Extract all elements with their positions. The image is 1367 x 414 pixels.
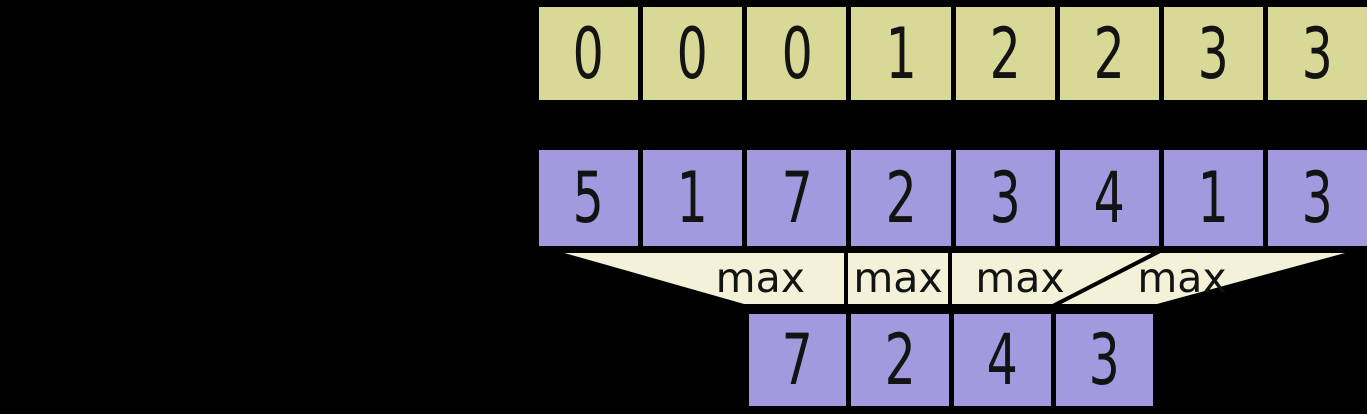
array-cell: 4 xyxy=(953,314,1051,406)
array-cell: 0 xyxy=(643,7,743,100)
array-cell: 3 xyxy=(955,150,1055,246)
cell-value: 4 xyxy=(986,319,1018,401)
cell-value: 3 xyxy=(1197,12,1229,95)
cell-value: 3 xyxy=(989,157,1021,239)
cell-value: 2 xyxy=(989,12,1021,95)
cell-value: 1 xyxy=(677,157,709,239)
cell-value: 0 xyxy=(677,12,709,95)
array-cell: 1 xyxy=(1163,150,1263,246)
cell-value: 0 xyxy=(781,12,813,95)
cell-value: 3 xyxy=(1301,157,1334,239)
cell-value: 4 xyxy=(1093,157,1125,239)
cell-value: 7 xyxy=(782,319,814,401)
cell-value: 3 xyxy=(1088,319,1120,401)
max-funnel-label: max xyxy=(716,254,805,302)
input-array-row: 5 1 7 2 3 4 1 3 xyxy=(535,146,1367,250)
cell-value: 2 xyxy=(1093,12,1125,95)
array-cell: 0 xyxy=(747,7,847,100)
cell-value: 2 xyxy=(885,157,917,239)
array-cell: 5 xyxy=(539,150,639,246)
array-cell: 2 xyxy=(1059,7,1159,100)
cell-value: 7 xyxy=(781,157,813,239)
max-funnel-label: max xyxy=(975,254,1064,302)
array-cell: 0 xyxy=(539,7,639,100)
array-cell: 3 xyxy=(1267,7,1367,100)
result-array-row: 7 2 4 3 xyxy=(745,310,1157,410)
cell-value: 3 xyxy=(1301,12,1334,95)
array-cell: 4 xyxy=(1059,150,1159,246)
max-funnel xyxy=(1052,249,1361,308)
array-cell: 1 xyxy=(643,150,743,246)
cell-value: 5 xyxy=(572,157,605,239)
array-cell: 3 xyxy=(1163,7,1263,100)
array-cell: 7 xyxy=(747,150,847,246)
answers-array-row: 0 0 0 1 2 2 3 3 xyxy=(535,3,1367,104)
cell-value: 2 xyxy=(884,319,916,401)
max-funnel-label: max xyxy=(1137,254,1226,302)
array-cell: 2 xyxy=(851,150,951,246)
array-cell: 2 xyxy=(851,314,949,406)
cell-value: 0 xyxy=(572,12,605,95)
cell-value: 1 xyxy=(1197,157,1229,239)
array-cell: 7 xyxy=(749,314,847,406)
array-cell: 2 xyxy=(955,7,1055,100)
array-cell: 1 xyxy=(851,7,951,100)
array-cell: 3 xyxy=(1267,150,1367,246)
array-cell: 3 xyxy=(1055,314,1153,406)
max-funnel-label: max xyxy=(853,254,942,302)
cell-value: 1 xyxy=(885,12,917,95)
